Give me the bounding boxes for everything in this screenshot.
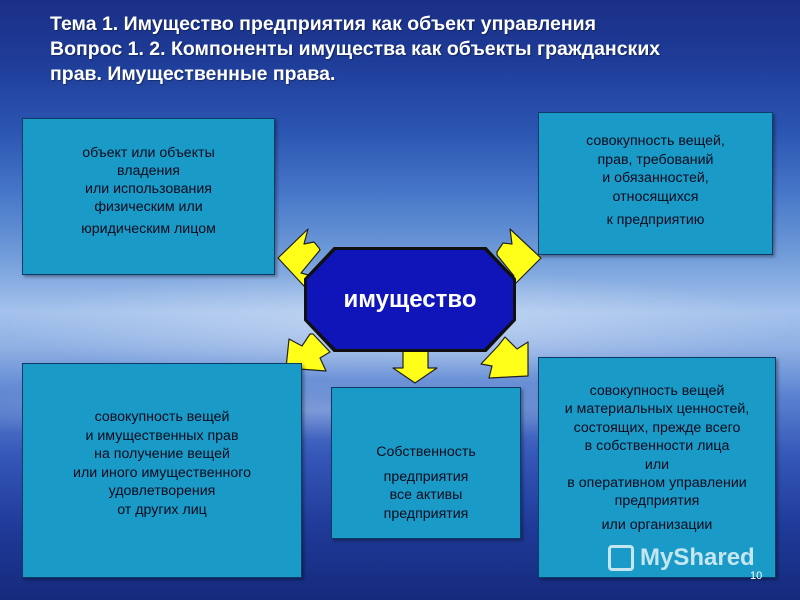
box-property-things-and-rights: совокупность вещей и имущественных прав … xyxy=(22,363,302,578)
box-text-line: предприятия xyxy=(383,468,469,485)
title-line-1: Тема 1. Имущество предприятия как объект… xyxy=(50,13,596,35)
title-line-2: Вопрос 1. 2. Компоненты имущества как об… xyxy=(50,38,661,60)
box-text-line: или организации xyxy=(601,516,713,533)
box-text-line: и обязанностей, xyxy=(602,170,709,187)
box-text-line: относящихся xyxy=(612,188,699,205)
box-text-line: удовлетворения xyxy=(108,483,216,499)
box-text-line: Собственность xyxy=(376,444,476,460)
arrow-to-bottom-right xyxy=(480,336,529,379)
box-material-values: совокупность вещей и материальных ценнос… xyxy=(538,357,776,578)
box-text-line: объект или объекты xyxy=(82,145,215,161)
slide-title: Тема 1. Имущество предприятия как объект… xyxy=(50,12,770,87)
box-text-line: от других лиц xyxy=(117,501,207,518)
box-text-line: прав, требований xyxy=(597,151,714,168)
box-enterprise-ownership: Собственность предприятия все активы пре… xyxy=(331,387,521,539)
box-property-object: объект или объекты владения или использо… xyxy=(22,118,275,275)
box-text-line: или иного имущественного xyxy=(73,464,251,481)
box-text-line: владения xyxy=(117,163,180,179)
page-number: 10 xyxy=(750,570,763,582)
box-text-line: к предприятию xyxy=(606,212,705,229)
box-text-line: или xyxy=(644,456,670,473)
box-text-line: совокупность вещей, xyxy=(586,133,725,149)
watermark-text: MyShared xyxy=(640,544,755,571)
box-text-line: состоящих, прежде всего xyxy=(573,419,741,436)
box-text-line: совокупность вещей xyxy=(94,409,230,425)
box-text-line: предприятия xyxy=(383,505,469,522)
watermark-icon xyxy=(608,545,634,571)
arrow-to-top-left xyxy=(277,228,321,287)
box-text-line: в оперативном управлении xyxy=(567,475,747,492)
box-text-line: юридическим лицом xyxy=(81,221,216,237)
arrow-to-bottom-center xyxy=(392,349,438,384)
center-node-label: имущество xyxy=(343,285,477,313)
box-text-line: на получение вещей xyxy=(94,446,230,462)
box-text-line: в собственности лица xyxy=(584,438,730,455)
box-text-line: физическим или xyxy=(94,199,203,215)
box-text-line: предприятия xyxy=(614,493,700,510)
box-property-aggregate-rights: совокупность вещей, прав, требований и о… xyxy=(538,112,773,255)
box-text-line: все активы xyxy=(389,487,463,503)
watermark-logo: MyShared xyxy=(608,538,788,578)
box-text-line: или использования xyxy=(85,181,212,197)
box-text-line: и материальных ценностей, xyxy=(564,401,750,418)
box-text-line: и имущественных прав xyxy=(85,427,239,444)
title-line-3: прав. Имущественные права. xyxy=(50,63,336,85)
box-text-line: совокупность вещей xyxy=(589,383,725,399)
center-node-property: имущество xyxy=(307,250,513,349)
